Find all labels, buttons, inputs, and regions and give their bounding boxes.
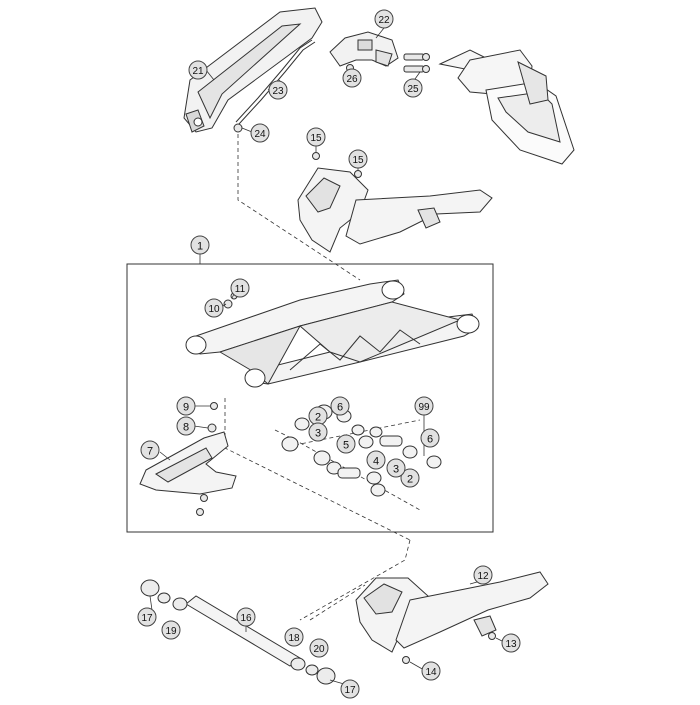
callout-99: 99 bbox=[414, 396, 434, 416]
callout-6a: 6 bbox=[330, 396, 350, 416]
callout-21: 21 bbox=[188, 60, 208, 80]
callout-label: 7 bbox=[147, 446, 153, 458]
callout-label: 99 bbox=[418, 402, 430, 413]
callout-label: 6 bbox=[427, 434, 433, 446]
callout-24: 24 bbox=[250, 123, 270, 143]
callout-12: 12 bbox=[473, 565, 493, 585]
callout-label: 16 bbox=[240, 613, 252, 624]
callout-label: 3 bbox=[315, 428, 321, 440]
callout-label: 19 bbox=[165, 626, 177, 637]
callout-label: 1 bbox=[197, 241, 203, 253]
callout-11: 11 bbox=[230, 278, 250, 298]
callout-3a: 3 bbox=[308, 422, 328, 442]
part-light-assembly bbox=[438, 49, 575, 165]
callout-label: 10 bbox=[208, 304, 220, 315]
callout-14: 14 bbox=[421, 661, 441, 681]
part-25-screws bbox=[403, 53, 430, 73]
callout-label: 24 bbox=[254, 129, 266, 140]
callout-label: 17 bbox=[141, 613, 153, 624]
callout-label: 15 bbox=[310, 133, 322, 144]
part-24-screw bbox=[233, 123, 243, 133]
part-8-9-fasteners bbox=[196, 402, 218, 516]
part-22-bracket bbox=[329, 31, 399, 67]
part-12-chain-guard bbox=[355, 571, 549, 653]
callout-18: 18 bbox=[284, 627, 304, 647]
callout-label: 8 bbox=[183, 422, 189, 434]
callout-7: 7 bbox=[140, 440, 160, 460]
callout-15b: 15 bbox=[348, 149, 368, 169]
callout-label: 2 bbox=[407, 474, 413, 486]
callout-4: 4 bbox=[366, 450, 386, 470]
callout-2b: 2 bbox=[400, 468, 420, 488]
callout-label: 12 bbox=[477, 571, 489, 582]
callout-label: 11 bbox=[235, 284, 246, 295]
callout-label: 6 bbox=[337, 402, 343, 414]
callout-label: 5 bbox=[343, 440, 349, 452]
callout-8: 8 bbox=[176, 416, 196, 436]
callout-25: 25 bbox=[403, 78, 423, 98]
callout-label: 2 bbox=[315, 412, 321, 424]
callout-3b: 3 bbox=[386, 458, 406, 478]
part-21-holder bbox=[183, 7, 323, 133]
callout-label: 15 bbox=[352, 155, 364, 166]
part-17-19-nuts bbox=[140, 579, 188, 611]
callout-2a: 2 bbox=[308, 406, 328, 426]
callout-label: 20 bbox=[313, 644, 325, 655]
part-18-20-spacers bbox=[290, 657, 336, 685]
callout-label: 25 bbox=[407, 84, 419, 95]
callout-label: 14 bbox=[425, 667, 437, 678]
part-23-cable bbox=[235, 39, 316, 125]
callout-19: 19 bbox=[161, 620, 181, 640]
part-15-screws bbox=[312, 152, 362, 178]
callout-label: 18 bbox=[288, 633, 300, 644]
callout-label: 9 bbox=[183, 402, 189, 414]
part-chainguard-upper bbox=[297, 167, 493, 253]
callout-label: 23 bbox=[272, 86, 284, 97]
callout-9: 9 bbox=[176, 396, 196, 416]
callout-17a: 17 bbox=[137, 607, 157, 627]
callout-label: 3 bbox=[393, 464, 399, 476]
assembly-frame bbox=[126, 263, 494, 533]
callout-label: 13 bbox=[505, 639, 517, 650]
callout-label: 22 bbox=[378, 15, 390, 26]
callout-22: 22 bbox=[374, 9, 394, 29]
callout-23: 23 bbox=[268, 80, 288, 100]
callout-10: 10 bbox=[204, 298, 224, 318]
callout-15a: 15 bbox=[306, 127, 326, 147]
callout-label: 26 bbox=[346, 74, 358, 85]
part-swingarm bbox=[185, 279, 480, 388]
callout-16: 16 bbox=[236, 607, 256, 627]
callout-20: 20 bbox=[309, 638, 329, 658]
callout-6b: 6 bbox=[420, 428, 440, 448]
callout-26: 26 bbox=[342, 68, 362, 88]
callout-5: 5 bbox=[336, 434, 356, 454]
callout-13: 13 bbox=[501, 633, 521, 653]
part-7-chain-slider bbox=[139, 431, 237, 495]
callout-label: 4 bbox=[373, 456, 379, 468]
part-16-axle bbox=[185, 595, 301, 667]
callout-layer: 1 2 2 3 3 4 5 6 6 7 8 9 10 11 12 13 14 1… bbox=[137, 9, 521, 699]
callout-17b: 17 bbox=[340, 679, 360, 699]
callout-label: 17 bbox=[344, 685, 356, 696]
callout-1: 1 bbox=[190, 235, 210, 255]
part-13-14-screws bbox=[402, 632, 496, 664]
callout-label: 21 bbox=[192, 66, 204, 77]
